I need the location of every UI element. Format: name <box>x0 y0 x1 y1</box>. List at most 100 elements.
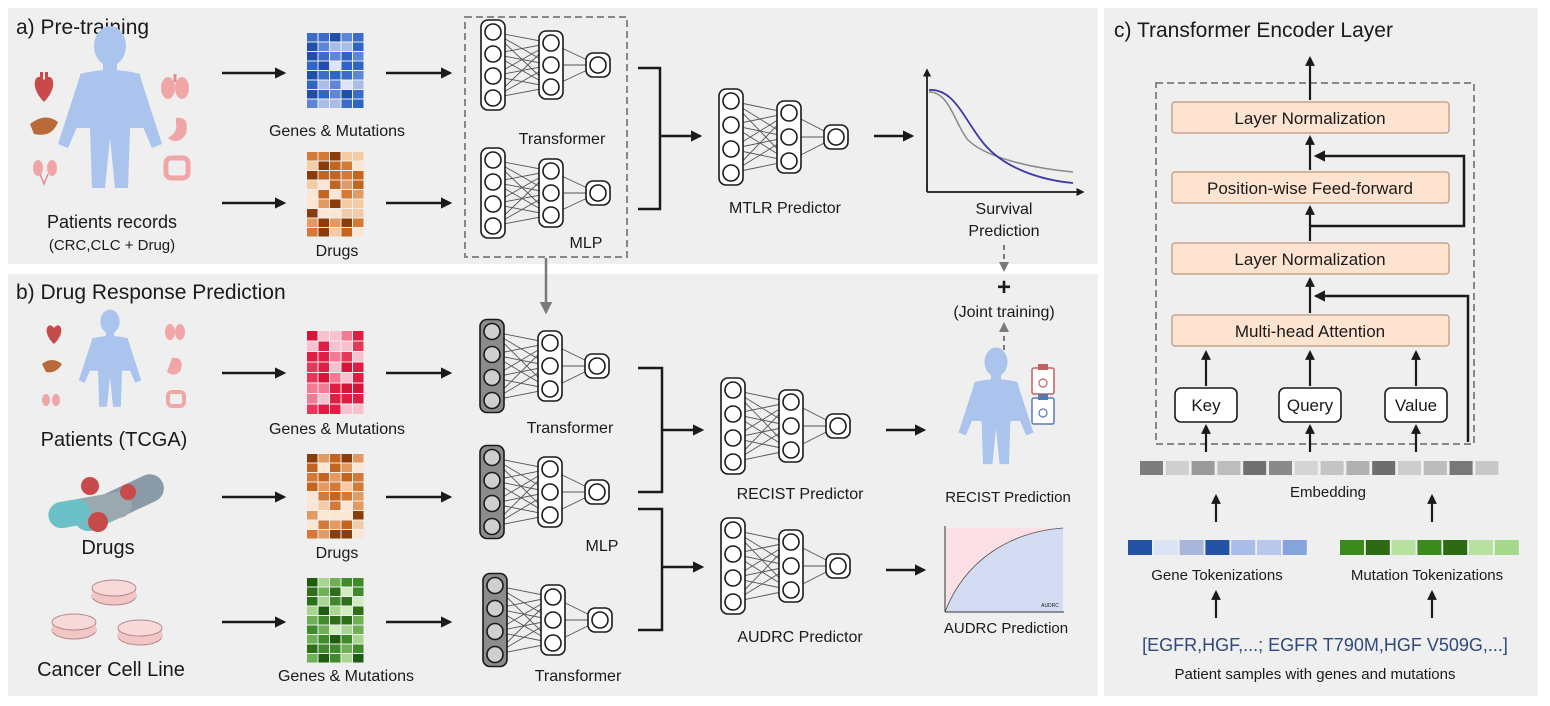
matrix-cell <box>353 90 364 99</box>
matrix-cell <box>353 404 364 414</box>
matrix-cell <box>318 578 329 587</box>
stomach-icon <box>168 117 187 142</box>
matrix-cell <box>341 33 352 42</box>
matrix-cell <box>341 199 352 208</box>
network-node <box>724 521 742 539</box>
embedding-cell <box>1191 461 1215 475</box>
matrix-cell <box>330 99 341 108</box>
matrix-cell <box>353 341 364 351</box>
matrix-cell <box>341 616 352 625</box>
survival-plot <box>922 68 1085 197</box>
audrc-prediction-label: AUDRC Prediction <box>944 620 1068 637</box>
matrix-cell <box>330 33 341 42</box>
matrix-cell <box>318 71 329 80</box>
matrix-cell <box>330 352 341 362</box>
matrix-cell <box>353 80 364 89</box>
matrix-cell <box>307 171 318 180</box>
mlp-network <box>480 147 611 239</box>
network-layer <box>480 147 506 239</box>
matrix-cell <box>330 90 341 99</box>
network-node <box>591 611 609 629</box>
matrix-cell <box>307 341 318 351</box>
matrix-cell <box>318 597 329 606</box>
matrix-cell <box>307 331 318 341</box>
layer-norm-top-box <box>1171 101 1450 134</box>
matrix-cell <box>341 362 352 372</box>
matrix-cell <box>318 520 329 529</box>
network-node <box>483 448 501 467</box>
genes-mutations-label: Genes & Mutations <box>269 123 405 140</box>
matrix-cell <box>318 530 329 539</box>
matrix-cell <box>330 373 341 383</box>
matrix-cell <box>307 61 318 70</box>
matrix-cell <box>341 180 352 189</box>
network-node <box>542 56 560 74</box>
matrix-cell <box>341 171 352 180</box>
matrix-cell <box>330 454 341 463</box>
kidneys-icon <box>33 160 57 187</box>
layer-norm-bottom-box <box>1171 242 1450 275</box>
matrix-cell <box>341 209 352 218</box>
matrix-cell <box>330 473 341 482</box>
gene-tokenizations-label: Gene Tokenizations <box>1151 567 1282 584</box>
matrix-cell <box>318 587 329 596</box>
matrix-cell <box>330 61 341 70</box>
key-box <box>1174 387 1238 423</box>
network-node <box>486 599 504 618</box>
matrix-cell <box>353 578 364 587</box>
query-label: Query <box>1287 396 1334 415</box>
network-layer <box>479 318 505 414</box>
network-node <box>544 611 562 629</box>
matrix-cell <box>307 606 318 615</box>
matrix-cell <box>341 454 352 463</box>
gene-token <box>1205 540 1230 555</box>
network-node <box>483 368 501 387</box>
matrix-cell <box>330 635 341 644</box>
matrix-cell <box>318 199 329 208</box>
matrix-cell <box>307 530 318 539</box>
audrc-predictor-network <box>720 517 851 615</box>
matrix-cell <box>353 61 364 70</box>
matrix-cell <box>307 373 318 383</box>
matrix-cell <box>353 520 364 529</box>
matrix-cell <box>307 161 318 170</box>
matrix-cell <box>341 341 352 351</box>
matrix-cell <box>318 394 329 404</box>
network-node <box>827 128 845 146</box>
genes-mutations-label: Genes & Mutations <box>269 421 405 438</box>
network-node <box>486 622 504 641</box>
matrix-cell <box>330 625 341 634</box>
embedding-cell <box>1346 461 1370 475</box>
survival-curve-blue <box>928 89 1074 184</box>
embedding-cell <box>1243 461 1267 475</box>
matrix-cell <box>353 394 364 404</box>
gene-token <box>1128 540 1152 555</box>
matrix-cell <box>353 71 364 80</box>
network-node <box>588 357 606 375</box>
matrix-cell <box>341 383 352 393</box>
mlp-label: MLP <box>586 538 619 555</box>
recist-predictor-network <box>720 377 851 475</box>
matrix-cell <box>330 520 341 529</box>
matrix-cell <box>341 501 352 510</box>
network-node <box>483 471 501 490</box>
heart-icon <box>46 325 62 344</box>
drugs-label: Drugs <box>316 545 359 562</box>
matrix-cell <box>353 383 364 393</box>
recist-predictor-label: RECIST Predictor <box>737 486 865 503</box>
matrix-cell <box>330 331 341 341</box>
matrix-cell <box>330 52 341 61</box>
network-node <box>782 441 800 459</box>
matrix-cell <box>330 587 341 596</box>
mtlr-predictor-label: MTLR Predictor <box>729 200 842 217</box>
mtlr-predictor-network <box>718 88 849 186</box>
transformer-network <box>479 318 610 414</box>
pill-capsules-icon <box>48 474 164 532</box>
gene-token <box>1179 540 1204 555</box>
network-node <box>722 140 740 158</box>
matrix-cell <box>353 161 364 170</box>
matrix-cell <box>330 171 341 180</box>
joint-plus: + <box>997 274 1011 301</box>
matrix-cell <box>307 228 318 237</box>
matrix-cell <box>330 199 341 208</box>
